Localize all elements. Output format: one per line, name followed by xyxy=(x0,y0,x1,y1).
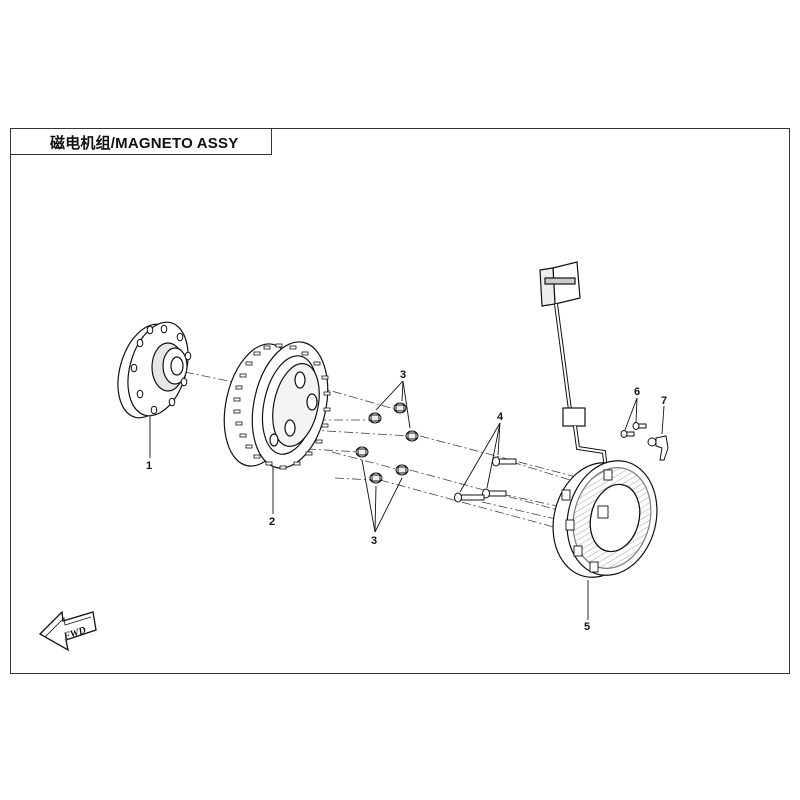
wire-clamp-part xyxy=(647,435,669,461)
callout-2: 2 xyxy=(269,516,275,528)
forward-arrow-icon: FWD xyxy=(38,610,97,652)
callout-5: 5 xyxy=(584,621,590,633)
callout-4: 4 xyxy=(497,411,504,423)
callout-3-top: 3 xyxy=(400,369,406,381)
title-box: 磁电机组/MAGNETO ASSY xyxy=(10,128,272,155)
diagram-frame xyxy=(10,128,790,674)
callout-7: 7 xyxy=(661,395,667,407)
flywheel-rotor-part xyxy=(223,341,331,470)
callout-3-bottom: 3 xyxy=(371,535,377,547)
callout-1: 1 xyxy=(146,460,152,472)
callout-6: 6 xyxy=(634,386,640,398)
page-title: 磁电机组/MAGNETO ASSY xyxy=(50,135,239,152)
flywheel-hub-part xyxy=(117,321,192,419)
stator-bolts-part xyxy=(454,456,517,503)
stator-assembly-part xyxy=(539,261,658,578)
leader-lines xyxy=(149,380,665,620)
rotor-bolts-part xyxy=(355,402,419,484)
small-screws-part xyxy=(620,422,647,438)
